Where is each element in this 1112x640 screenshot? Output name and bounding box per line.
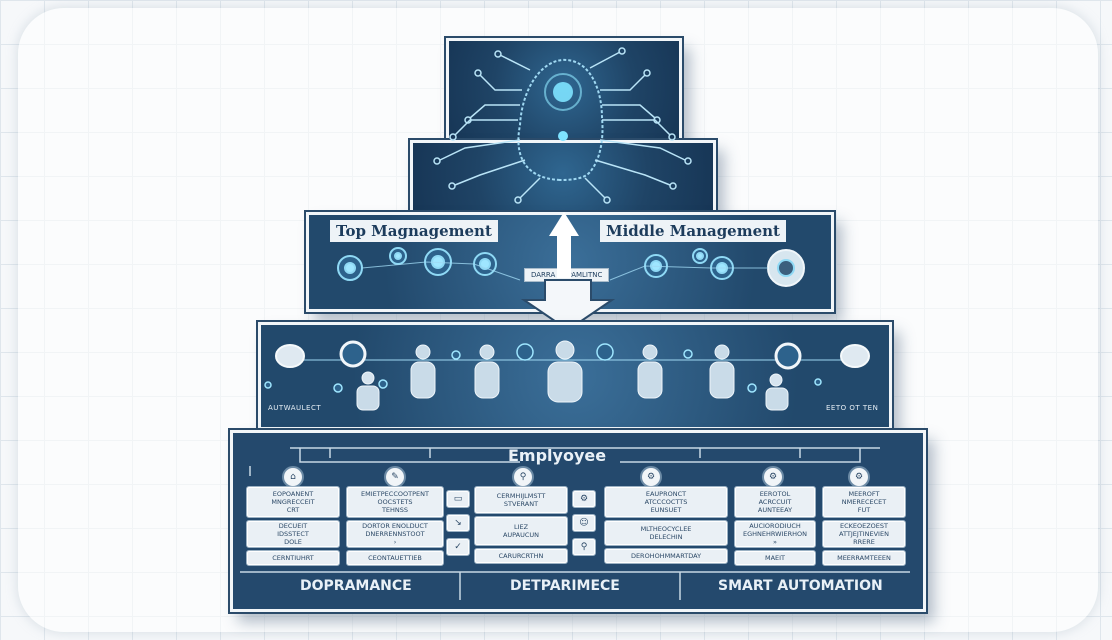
column-2-box-3: CEONTAUETTIEB	[346, 550, 444, 566]
footer-label-dopramance: DOPRAMANCE	[300, 578, 412, 594]
up-arrow-icon	[549, 212, 579, 278]
column-3-box-3: CARURCRTHN	[474, 548, 568, 564]
column-6-box-3: MEERRAMTEEEN	[822, 550, 906, 566]
middle-management-title: Middle Management	[600, 220, 786, 242]
column-1-box-2: DECUEIT IDSSTECT DOLE	[246, 520, 340, 548]
employee-title: Emplyoyee	[508, 446, 607, 465]
column-3-box-1: CERMHIJLMSTT STVERANT	[474, 486, 568, 514]
checkmark-icon: ✓	[446, 538, 470, 556]
gear-icon: ⚙	[572, 490, 596, 508]
column-5-box-1: EEROTOL ACRCCUIT AUNTEEAY	[734, 486, 816, 518]
team-right-caption: EETO OT TEN	[826, 404, 879, 412]
chart-icon: ↘	[446, 514, 470, 532]
laptop-icon: ▭	[446, 490, 470, 508]
column-2-box-2: DORTOR ENOLDUCT DNERRENNSTOOT ›	[346, 520, 444, 548]
column-4-box-2: MLTHEOCYCLEE DELECHIN	[604, 520, 728, 546]
top-management-title: Top Magnagement	[330, 220, 498, 242]
column-1-icon: ⌂	[282, 466, 304, 488]
column-6-box-1: MEEROFT NMERECECET FUT	[822, 486, 906, 518]
footer-label-smart-automation: SMART AUTOMATION	[718, 578, 883, 594]
column-1-box-1: EOPOANENT MNGRECCEIT CRT	[246, 486, 340, 518]
column-1-box-3: CERNTIUHRT	[246, 550, 340, 566]
column-4-icon: ⚙	[640, 466, 662, 488]
column-6-box-2: ECKEOEZOEST ATTJEJTINEVIEN RRERE	[822, 520, 906, 548]
column-5-icon: ⚙	[762, 466, 784, 488]
team-left-caption: AUTWAULECT	[268, 404, 322, 412]
column-5-box-3: MAEIT	[734, 550, 816, 566]
column-3-box-2: LIEZ AUPAUCUN	[474, 516, 568, 546]
column-4-box-1: EAUPRONCT ATCCCOCTTS EUNSUET	[604, 486, 728, 518]
footer-label-detparimece: DETPARIMECE	[510, 578, 620, 594]
column-5-box-2: AUCIORODIUCH EGHNEHRWIERHON »	[734, 520, 816, 548]
column-2-box-1: EMIETPECCOOTPENT OOCSTETS TEHNSS	[346, 486, 444, 518]
robot-icon: ☺	[572, 514, 596, 532]
search-icon: ⚲	[572, 538, 596, 556]
column-2-icon: ✎	[384, 466, 406, 488]
column-4-box-3: DEROHOHMMARTDAY	[604, 548, 728, 564]
column-6-icon: ⚙	[848, 466, 870, 488]
column-3-icon: ⚲	[512, 466, 534, 488]
